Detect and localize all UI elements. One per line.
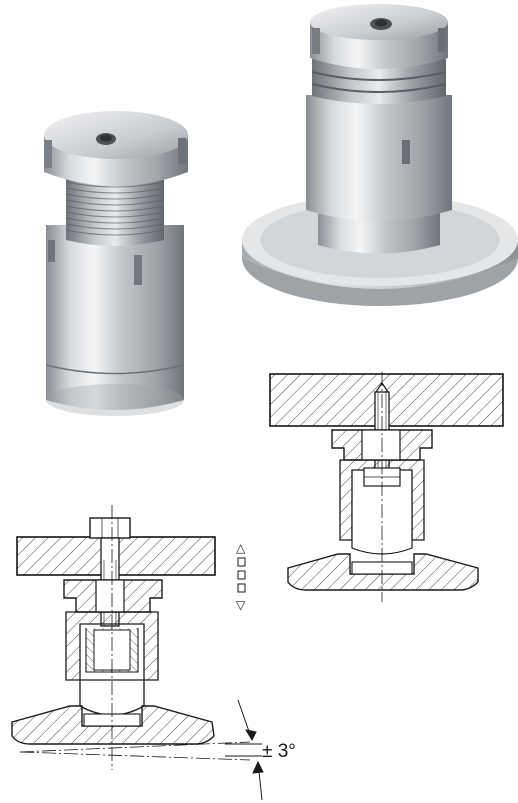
- section-drawing-flanged: [269, 372, 504, 602]
- section-drawing-tilt: [11, 505, 264, 801]
- tilt-angle-label: ± 3°: [262, 741, 296, 762]
- levelling-element-photo-flanged: [242, 4, 518, 306]
- levelling-element-photo-short: [44, 111, 188, 416]
- svg-text:△: △: [236, 541, 246, 555]
- height-adjust-arrows-icon: △ ▽: [236, 541, 246, 612]
- svg-text:▽: ▽: [236, 598, 246, 612]
